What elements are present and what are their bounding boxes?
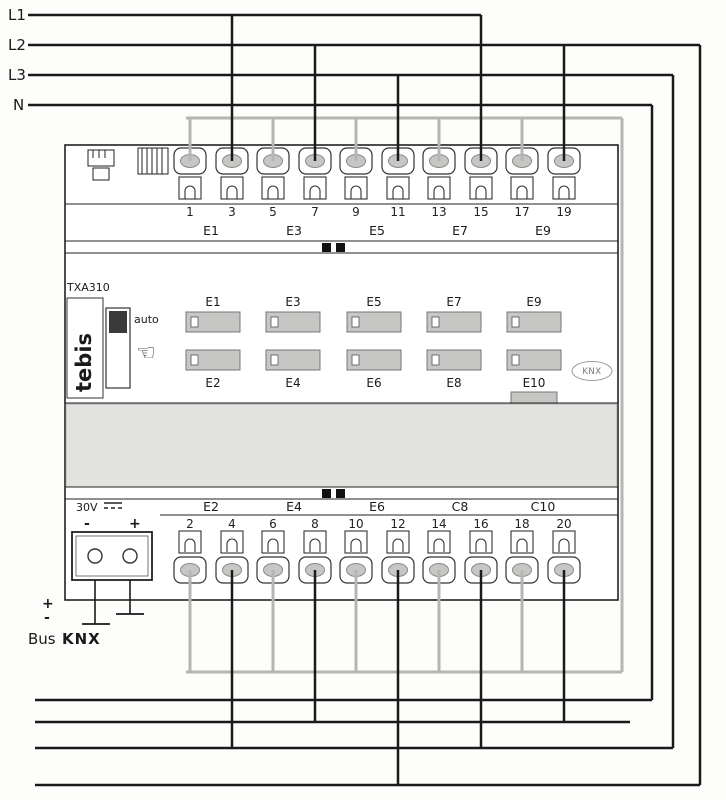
channel-button	[426, 349, 482, 371]
button-row1	[185, 311, 562, 333]
button-label: E10	[523, 376, 546, 390]
device-outline	[64, 144, 619, 601]
terminal-number: 15	[473, 205, 488, 219]
button-label: E6	[366, 376, 381, 390]
channel-button	[506, 349, 562, 371]
top-terminal-numbers: 1 3 5 7 9 11 13 15 17 19	[186, 205, 571, 219]
button-label: E1	[205, 295, 220, 309]
button-label: E2	[205, 376, 220, 390]
bus-screw	[87, 548, 103, 564]
bus-minus-label: -	[44, 610, 50, 626]
channel-button	[265, 311, 321, 333]
group-label: E7	[452, 223, 468, 238]
terminal-number: 14	[431, 517, 446, 531]
bus-screw	[122, 548, 138, 564]
model-label: TXA310	[66, 281, 110, 294]
module-joint-mark	[336, 489, 345, 498]
supply-bus-wiring: L1 L2 L3 N	[8, 6, 702, 787]
terminal-number: 11	[390, 205, 405, 219]
blank-band	[65, 403, 618, 488]
terminal-number: 20	[556, 517, 571, 531]
terminal-number: 19	[556, 205, 571, 219]
channel-button	[346, 349, 402, 371]
supply-label-l3: L3	[8, 66, 26, 84]
top-group-labels: E1 E3 E5 E7 E9	[203, 223, 551, 238]
terminal-number: 18	[514, 517, 529, 531]
button-label: E8	[446, 376, 461, 390]
group-label: E3	[286, 223, 302, 238]
bottom-terminal-numbers: 2 4 6 8 10 12 14 16 18 20	[186, 517, 571, 531]
auto-label: auto	[134, 313, 159, 326]
knx-logo: KNX	[571, 361, 613, 381]
terminal-number: 12	[390, 517, 405, 531]
channel-button	[185, 311, 241, 333]
bottom-group-labels: E2 E4 E6 C8 C10	[203, 499, 555, 514]
channel-button	[346, 311, 402, 333]
group-label: E6	[369, 499, 385, 514]
group-label: E1	[203, 223, 219, 238]
terminal-number: 17	[514, 205, 529, 219]
group-label: E5	[369, 223, 385, 238]
terminal-number: 13	[431, 205, 446, 219]
channel-button	[265, 349, 321, 371]
supply-label-l2: L2	[8, 36, 26, 54]
terminal-number: 6	[269, 517, 277, 531]
plus-label: +	[129, 516, 141, 532]
module-joint-mark	[322, 489, 331, 498]
terminal-number: 1	[186, 205, 194, 219]
group-label: E2	[203, 499, 219, 514]
terminal-number: 10	[348, 517, 363, 531]
phase-wire-drops	[230, 15, 566, 785]
supply-label-n: N	[13, 96, 24, 114]
terminal-number: 7	[311, 205, 319, 219]
button-row2	[185, 349, 562, 371]
bus-plus-label: +	[42, 596, 54, 612]
button-label: E9	[526, 295, 541, 309]
voltage-label-group: 30V	[76, 501, 122, 514]
terminal-number: 4	[228, 517, 236, 531]
group-label: C8	[452, 499, 469, 514]
button-label: E3	[285, 295, 300, 309]
button-label: E7	[446, 295, 461, 309]
terminal-number: 3	[228, 205, 236, 219]
group-label: C10	[531, 499, 556, 514]
connector-icon	[87, 149, 115, 181]
neutral-wiring	[186, 116, 624, 674]
brand-box	[66, 297, 104, 399]
module-joint-mark	[322, 243, 331, 252]
supply-label-l1: L1	[8, 6, 26, 24]
channel-button	[185, 349, 241, 371]
channel-button	[426, 311, 482, 333]
button-row1-labels: E1 E3 E5 E7 E9	[205, 295, 541, 309]
button-label: E4	[285, 376, 300, 390]
rail-icon	[137, 147, 169, 175]
group-label: E4	[286, 499, 302, 514]
terminal-number: 2	[186, 517, 194, 531]
button-row2-labels: E2 E4 E6 E8 E10	[205, 376, 545, 390]
module-joint-mark	[336, 243, 345, 252]
minus-label: -	[84, 516, 90, 532]
bus-brand-label: KNX	[62, 630, 101, 648]
bus-connection: + - Bus KNX	[28, 580, 144, 648]
terminal-number: 5	[269, 205, 277, 219]
voltage-label: 30V	[76, 501, 98, 514]
device-body: 1 3 5 7 9 11 13 15 17 19 E1 E3 E5 E7 E9 …	[64, 144, 619, 601]
terminal-number: 8	[311, 517, 319, 531]
group-label: E9	[535, 223, 551, 238]
button-label: E5	[366, 295, 381, 309]
knx-logo-text: KNX	[582, 367, 601, 377]
channel-button	[506, 311, 562, 333]
bus-label: Bus	[28, 630, 56, 648]
bus-terminal-block	[71, 531, 153, 581]
terminal-number: 16	[473, 517, 488, 531]
mode-switch-knob	[109, 311, 127, 333]
brand-logo: tebis	[72, 333, 96, 392]
terminal-number: 9	[352, 205, 360, 219]
manual-hand-icon: ☜	[136, 341, 156, 366]
